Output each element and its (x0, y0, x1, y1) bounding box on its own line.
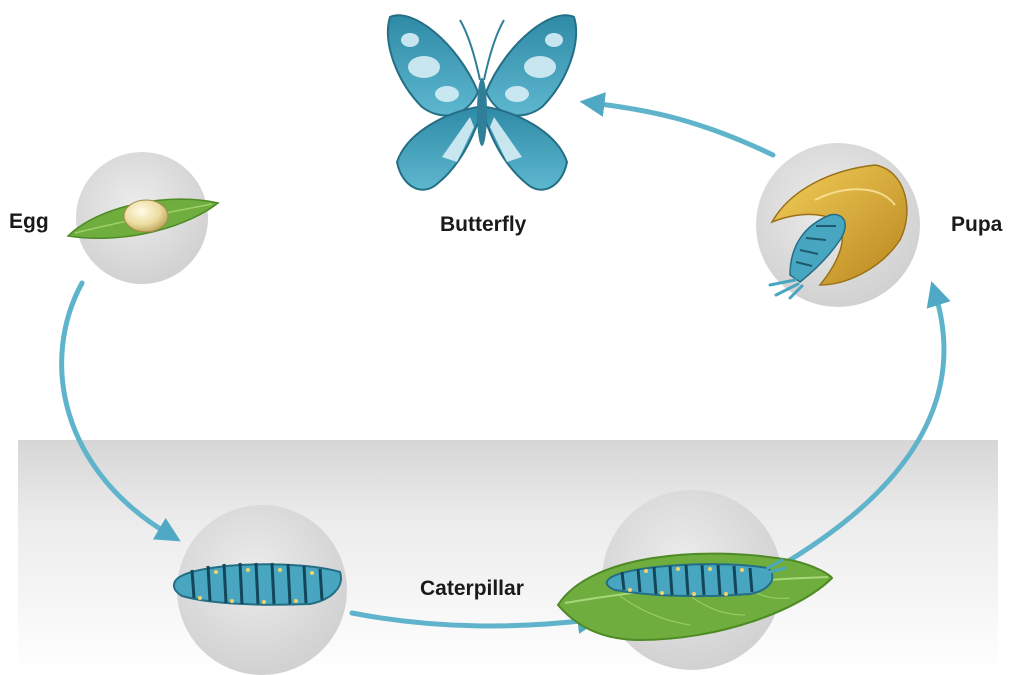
floor-backdrop (18, 440, 998, 675)
caterpillar-icon (174, 563, 341, 605)
butterfly-icon (388, 15, 576, 189)
egg-label: Egg (9, 210, 49, 234)
egg-icon (124, 200, 168, 232)
butterfly-label: Butterfly (440, 213, 526, 237)
pupa-stage (756, 143, 920, 307)
arrow-pupa-to-butterfly (592, 103, 773, 155)
egg-stage (68, 152, 218, 284)
caterpillar-label: Caterpillar (420, 577, 524, 601)
pupa-label: Pupa (951, 213, 1002, 237)
